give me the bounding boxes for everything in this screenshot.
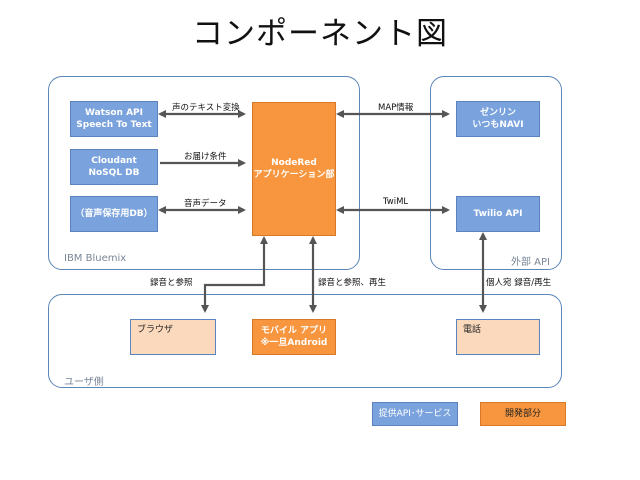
flow-label-map-info: MAP情報: [378, 103, 414, 113]
voice-db-box: （音声保存用DB）: [70, 196, 158, 232]
user-side-label: ユーザ側: [64, 377, 104, 388]
external-api-label: 外部 API: [511, 257, 550, 268]
phone-box: 電話: [456, 319, 540, 355]
watson-api-box: Watson API Speech To Text: [70, 101, 158, 137]
twilio-box: Twilio API: [456, 196, 540, 232]
page-title: コンポーネント図: [192, 16, 448, 52]
flow-label-twiml: TwiML: [383, 197, 409, 207]
flow-label-record-view: 録音と参照: [150, 278, 193, 288]
flow-label-personal-record-play: 個人宛 録音/再生: [486, 278, 552, 288]
ibm-bluemix-label: IBM Bluemix: [64, 253, 127, 264]
cloudant-box: Cloudant NoSQL DB: [70, 149, 158, 185]
legend-provided-api: 提供API･サービス: [372, 402, 458, 426]
zenrin-box: ゼンリン いつもNAVI: [456, 101, 540, 137]
flow-label-record-view-play: 録音と参照、再生: [318, 278, 387, 288]
mobile-app-box: モバイル アプリ ※一旦Android: [252, 319, 336, 355]
flow-label-delivery-terms: お届け条件: [184, 152, 227, 162]
flow-label-speech-to-text: 声のテキスト変換: [172, 103, 240, 113]
browser-box: ブラウザ: [130, 319, 216, 355]
legend-developed-part: 開発部分: [480, 402, 566, 426]
arrow-nodered-browser: [201, 236, 268, 313]
flow-label-voice-data: 音声データ: [184, 199, 227, 209]
nodered-box: NodeRed アプリケーション部: [252, 102, 336, 236]
